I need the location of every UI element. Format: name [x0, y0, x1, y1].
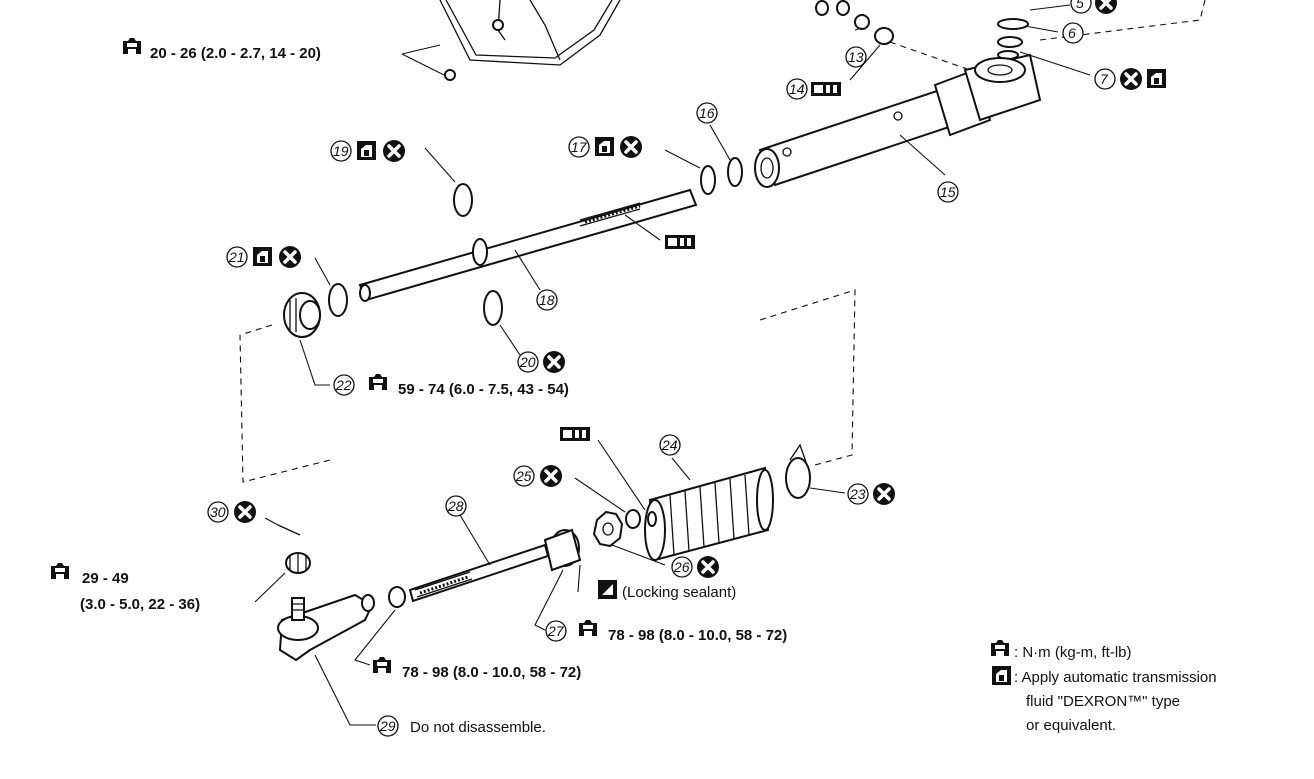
svg-text:17: 17	[571, 139, 588, 155]
torque-wrench-icon-22	[369, 374, 387, 390]
torque-22-label: 59 - 74 (6.0 - 7.5, 43 - 54)	[398, 381, 569, 398]
callout-22: 22	[333, 374, 355, 396]
callout-23: 23	[847, 481, 897, 507]
svg-text:15: 15	[940, 184, 956, 200]
svg-text:16: 16	[699, 105, 715, 121]
svg-text:24: 24	[661, 437, 678, 453]
legend-atf-line1: : Apply automatic transmission	[1014, 669, 1217, 686]
svg-text:27: 27	[547, 623, 565, 639]
callout-24: 24	[659, 434, 681, 456]
gear-housing	[754, 53, 1042, 188]
oil-seal-19	[453, 183, 473, 217]
legend-atf-line2: fluid "DEXRON™" type	[1026, 693, 1180, 710]
svg-text:21: 21	[228, 249, 245, 265]
callout-26: 26	[671, 554, 721, 580]
svg-text:13: 13	[848, 49, 864, 65]
callout-7: 7	[1094, 66, 1166, 92]
torque-wrench-icon-nut	[373, 657, 391, 673]
boot-clamp-23	[785, 457, 811, 499]
legend-torque-icon	[991, 640, 1009, 656]
callout-27: 27	[545, 620, 567, 642]
lock-plate-26	[592, 510, 624, 548]
svg-text:19: 19	[333, 143, 349, 159]
grease-icon	[665, 235, 695, 249]
lock-nut	[388, 586, 406, 608]
svg-text:28: 28	[447, 498, 464, 514]
callout-28: 28	[445, 495, 467, 517]
svg-text:30: 30	[210, 504, 226, 520]
cotter-pin-30	[277, 524, 301, 536]
grease-icon-2	[560, 427, 590, 441]
callout-5: 5	[1070, 0, 1119, 16]
boot-clamp-25	[625, 509, 641, 529]
callout-21: 21	[226, 244, 303, 270]
svg-text:25: 25	[515, 468, 532, 484]
callout-14: 14	[786, 78, 841, 100]
legend-atf-line3: or equivalent.	[1026, 717, 1116, 734]
callout-17: 17	[568, 134, 644, 160]
sealant-icon	[598, 580, 617, 599]
legend-atf-icon	[992, 666, 1011, 685]
svg-text:29: 29	[379, 718, 396, 734]
svg-text:7: 7	[1100, 71, 1109, 87]
svg-text:6: 6	[1068, 25, 1076, 41]
svg-text:23: 23	[849, 486, 866, 502]
castle-nut	[285, 552, 311, 574]
oil-seal-21	[328, 283, 348, 317]
oil-seal-17	[700, 165, 716, 195]
callout-18: 18	[536, 289, 558, 311]
torque-wrench-icon-27	[579, 620, 597, 636]
svg-text:18: 18	[539, 292, 555, 308]
rack-end-retainer-22	[283, 292, 321, 338]
torque-29-label-a: 29 - 49	[82, 570, 129, 587]
small-parts-top	[815, 0, 1029, 60]
callout-19: 19	[330, 138, 407, 164]
callout-20: 20	[517, 349, 567, 375]
callout-30: 30	[207, 499, 258, 525]
rack-boot-24	[644, 466, 774, 562]
torque-nut-label: 78 - 98 (8.0 - 10.0, 58 - 72)	[402, 664, 581, 681]
torque-29-label-b: (3.0 - 5.0, 22 - 36)	[80, 596, 200, 613]
svg-text:22: 22	[335, 377, 352, 393]
callout-16: 16	[696, 102, 718, 124]
torque-27-label: 78 - 98 (8.0 - 10.0, 58 - 72)	[608, 627, 787, 644]
torque-wrench-icon-29	[51, 563, 69, 579]
callout-25: 25	[513, 463, 564, 489]
inner-tie-rod-28	[408, 528, 582, 603]
svg-text:20: 20	[519, 354, 536, 370]
torque-top-label: 20 - 26 (2.0 - 2.7, 14 - 20)	[150, 45, 321, 62]
seal-ring-16	[727, 157, 743, 187]
svg-text:14: 14	[789, 81, 805, 97]
legend: : N·m (kg-m, ft-lb) : Apply automatic tr…	[991, 640, 1217, 734]
callout-6: 6	[1062, 22, 1084, 44]
svg-text:26: 26	[673, 559, 690, 575]
callout-15: 15	[937, 181, 959, 203]
legend-torque-text: : N·m (kg-m, ft-lb)	[1014, 644, 1132, 661]
o-ring-20	[483, 290, 503, 326]
callout-13: 13	[845, 46, 867, 68]
torque-wrench-icon	[123, 38, 141, 54]
rack-shaft	[358, 188, 698, 302]
hydraulic-lines	[439, 0, 621, 81]
locking-sealant-label: (Locking sealant)	[622, 584, 736, 601]
outer-tie-rod-end-29	[277, 593, 375, 662]
do-not-disassemble-note: Do not disassemble.	[410, 719, 546, 736]
callout-29: 29	[377, 715, 399, 737]
svg-text:5: 5	[1076, 0, 1084, 11]
